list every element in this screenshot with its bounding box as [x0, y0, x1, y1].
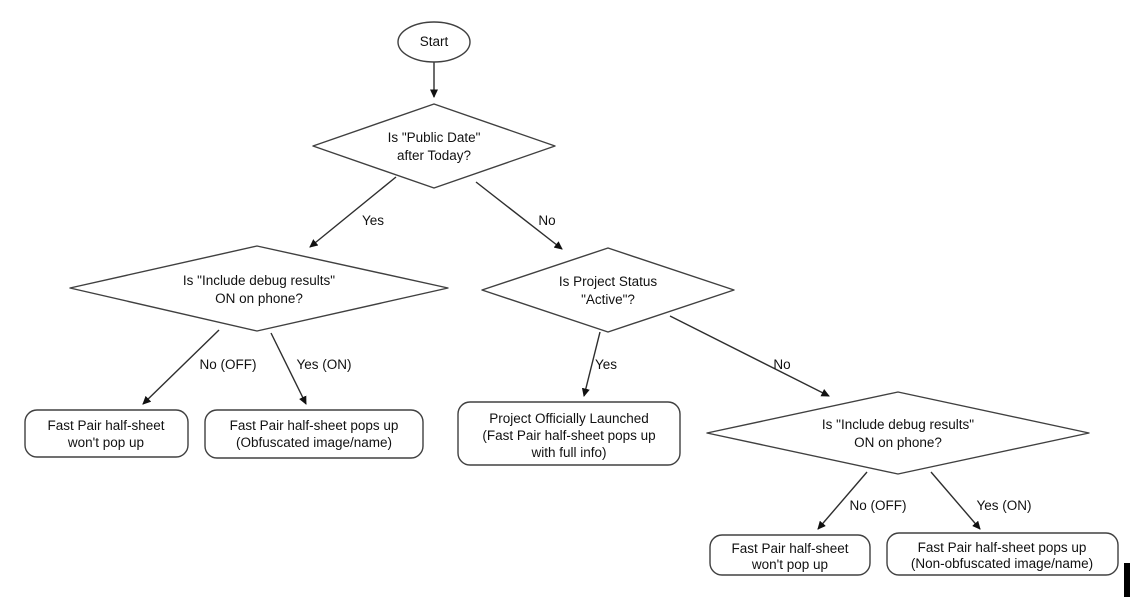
result-popup-non-obfuscated-line1: Fast Pair half-sheet pops up — [918, 540, 1087, 555]
edge-label-public-date-yes: Yes — [362, 213, 384, 228]
result-launched — [457, 401, 681, 466]
result-no-popup-left-line1: Fast Pair half-sheet — [47, 418, 164, 433]
result-no-popup-left-line2: won't pop up — [67, 435, 144, 450]
edge-label-debug-right-yes: Yes (ON) — [976, 498, 1031, 513]
edge-status-no — [669, 315, 830, 397]
edges — [142, 62, 981, 530]
edge-label-debug-right-no: No (OFF) — [850, 498, 907, 513]
edge-label-debug-left-yes: Yes (ON) — [296, 357, 351, 372]
decision-project-status — [481, 247, 735, 333]
text-cursor — [1124, 563, 1130, 597]
edge-public-date-yes — [309, 176, 397, 248]
edge-label-debug-left-no: No (OFF) — [200, 357, 257, 372]
decision-debug-left-line2: ON on phone? — [215, 291, 303, 306]
edge-debug-left-yes — [270, 332, 307, 405]
node-labels: Start Is "Public Date" after Today? Is "… — [47, 34, 1093, 572]
result-popup-non-obfuscated — [886, 532, 1119, 576]
decision-debug-right-line1: Is "Include debug results" — [822, 417, 974, 432]
result-popup-obfuscated — [204, 409, 424, 459]
start-node — [397, 21, 471, 63]
result-popup-obfuscated-line1: Fast Pair half-sheet pops up — [230, 418, 399, 433]
decision-public-date — [312, 103, 556, 189]
result-launched-line1: Project Officially Launched — [489, 411, 649, 426]
decision-project-status-line1: Is Project Status — [559, 274, 658, 289]
decision-project-status-line2: "Active"? — [581, 292, 635, 307]
decision-public-date-line2: after Today? — [397, 148, 471, 163]
result-popup-obfuscated-line2: (Obfuscated image/name) — [236, 435, 392, 450]
decision-debug-right-line2: ON on phone? — [854, 435, 942, 450]
decision-debug-left — [69, 245, 449, 332]
result-no-popup-right — [709, 534, 871, 576]
decision-public-date-line1: Is "Public Date" — [388, 130, 481, 145]
result-no-popup-right-line1: Fast Pair half-sheet — [731, 541, 848, 556]
edge-public-date-no — [475, 181, 563, 250]
nodes — [24, 21, 1119, 576]
result-no-popup-right-line2: won't pop up — [751, 557, 828, 572]
result-launched-line3: with full info) — [530, 445, 606, 460]
result-launched-line2: (Fast Pair half-sheet pops up — [482, 428, 655, 443]
result-popup-non-obfuscated-line2: (Non-obfuscated image/name) — [911, 556, 1093, 571]
edge-labels: Yes No No (OFF) Yes (ON) Yes No No (OFF)… — [200, 213, 1032, 513]
edge-label-status-yes: Yes — [595, 357, 617, 372]
decision-debug-left-line1: Is "Include debug results" — [183, 273, 335, 288]
edge-debug-right-no — [817, 471, 868, 530]
decision-debug-right — [706, 391, 1090, 475]
start-label: Start — [420, 34, 449, 49]
edge-label-status-no: No — [773, 357, 790, 372]
edge-status-yes — [581, 331, 601, 397]
edge-label-public-date-no: No — [538, 213, 555, 228]
edge-debug-right-yes — [930, 471, 981, 530]
result-no-popup-left — [24, 409, 189, 458]
edge-debug-left-no — [142, 329, 220, 405]
